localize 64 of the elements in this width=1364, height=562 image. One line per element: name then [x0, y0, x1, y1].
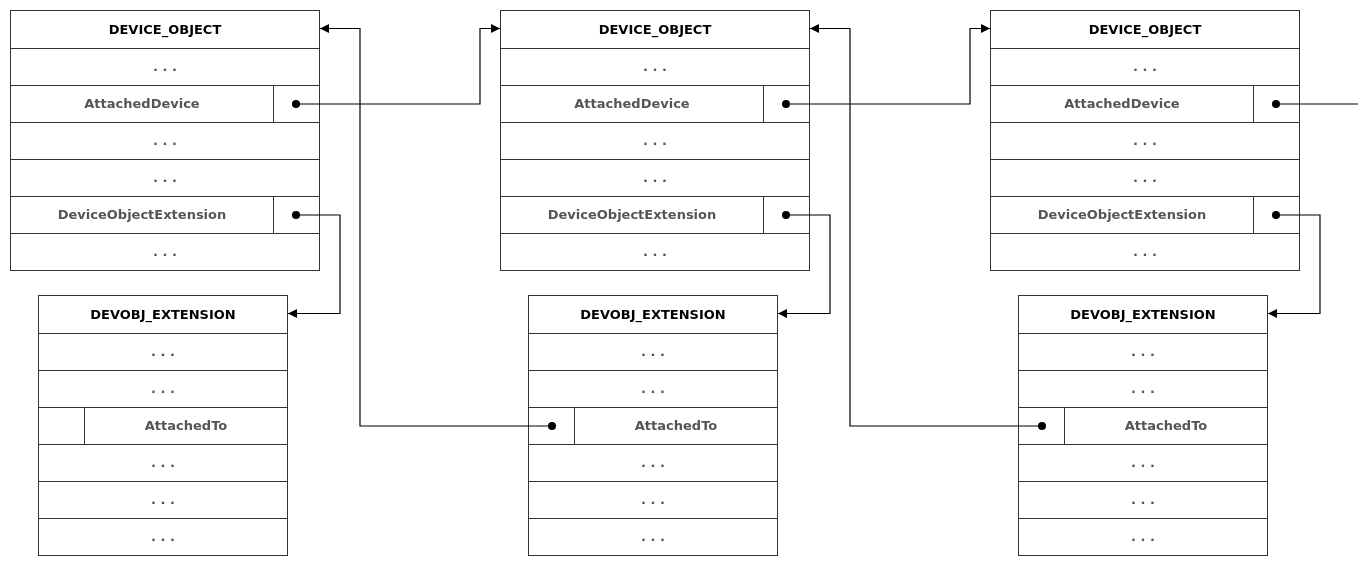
structure-table [990, 10, 1300, 271]
field-name: AttachedDevice [83, 95, 201, 113]
field-name: AttachedDevice [1063, 95, 1181, 113]
field-name: . . . [1132, 58, 1158, 76]
field-name: . . . [1130, 491, 1156, 509]
field-name: . . . [640, 454, 666, 472]
table-row [991, 85, 1299, 122]
pointer-arrow [777, 211, 831, 318]
table-row [1019, 407, 1267, 444]
field-name: . . . [152, 243, 178, 261]
pointer-arrow [782, 24, 991, 108]
table-header: DEVICE_OBJECT [107, 21, 223, 40]
field-name: . . . [152, 169, 178, 187]
field-name: . . . [152, 58, 178, 76]
pointer-arrow [809, 24, 1046, 430]
table-row [39, 407, 287, 444]
structure-table [38, 295, 288, 556]
pointer-arrow [287, 211, 341, 318]
field-name: . . . [1132, 243, 1158, 261]
field-name: AttachedTo [1123, 417, 1209, 435]
pointer-arrow [1267, 211, 1321, 318]
field-name: AttachedTo [143, 417, 229, 435]
field-name: . . . [642, 58, 668, 76]
table-row [501, 85, 809, 122]
table-row [11, 196, 319, 233]
field-name: . . . [1130, 528, 1156, 546]
field-name: . . . [640, 491, 666, 509]
table-header: DEVOBJ_EXTENSION [89, 306, 237, 325]
field-name: DeviceObjectExtension [546, 206, 718, 224]
field-name: DeviceObjectExtension [1036, 206, 1208, 224]
field-name: . . . [640, 380, 666, 398]
field-name: . . . [150, 343, 176, 361]
field-name: . . . [1130, 454, 1156, 472]
table-row [501, 196, 809, 233]
field-name: . . . [1130, 343, 1156, 361]
table-header: DEVOBJ_EXTENSION [1069, 306, 1217, 325]
table-row [529, 407, 777, 444]
table-row [11, 85, 319, 122]
field-name: . . . [642, 243, 668, 261]
field-name: AttachedDevice [573, 95, 691, 113]
structure-table [500, 10, 810, 271]
table-row [991, 196, 1299, 233]
table-header: DEVICE_OBJECT [597, 21, 713, 40]
field-name: DeviceObjectExtension [56, 206, 228, 224]
field-name: . . . [642, 169, 668, 187]
field-name: . . . [150, 454, 176, 472]
structure-table [10, 10, 320, 271]
field-name: . . . [640, 528, 666, 546]
field-name: AttachedTo [633, 417, 719, 435]
field-name: . . . [150, 380, 176, 398]
field-name: . . . [150, 528, 176, 546]
structure-table [528, 295, 778, 556]
pointer-arrow [292, 24, 501, 108]
field-name: . . . [1130, 380, 1156, 398]
field-name: . . . [1132, 132, 1158, 150]
table-header: DEVICE_OBJECT [1087, 21, 1203, 40]
field-name: . . . [1132, 169, 1158, 187]
structure-table [1018, 295, 1268, 556]
pointer-arrow [319, 24, 556, 430]
field-name: . . . [642, 132, 668, 150]
field-name: . . . [150, 491, 176, 509]
field-name: . . . [640, 343, 666, 361]
field-name: . . . [152, 132, 178, 150]
table-header: DEVOBJ_EXTENSION [579, 306, 727, 325]
